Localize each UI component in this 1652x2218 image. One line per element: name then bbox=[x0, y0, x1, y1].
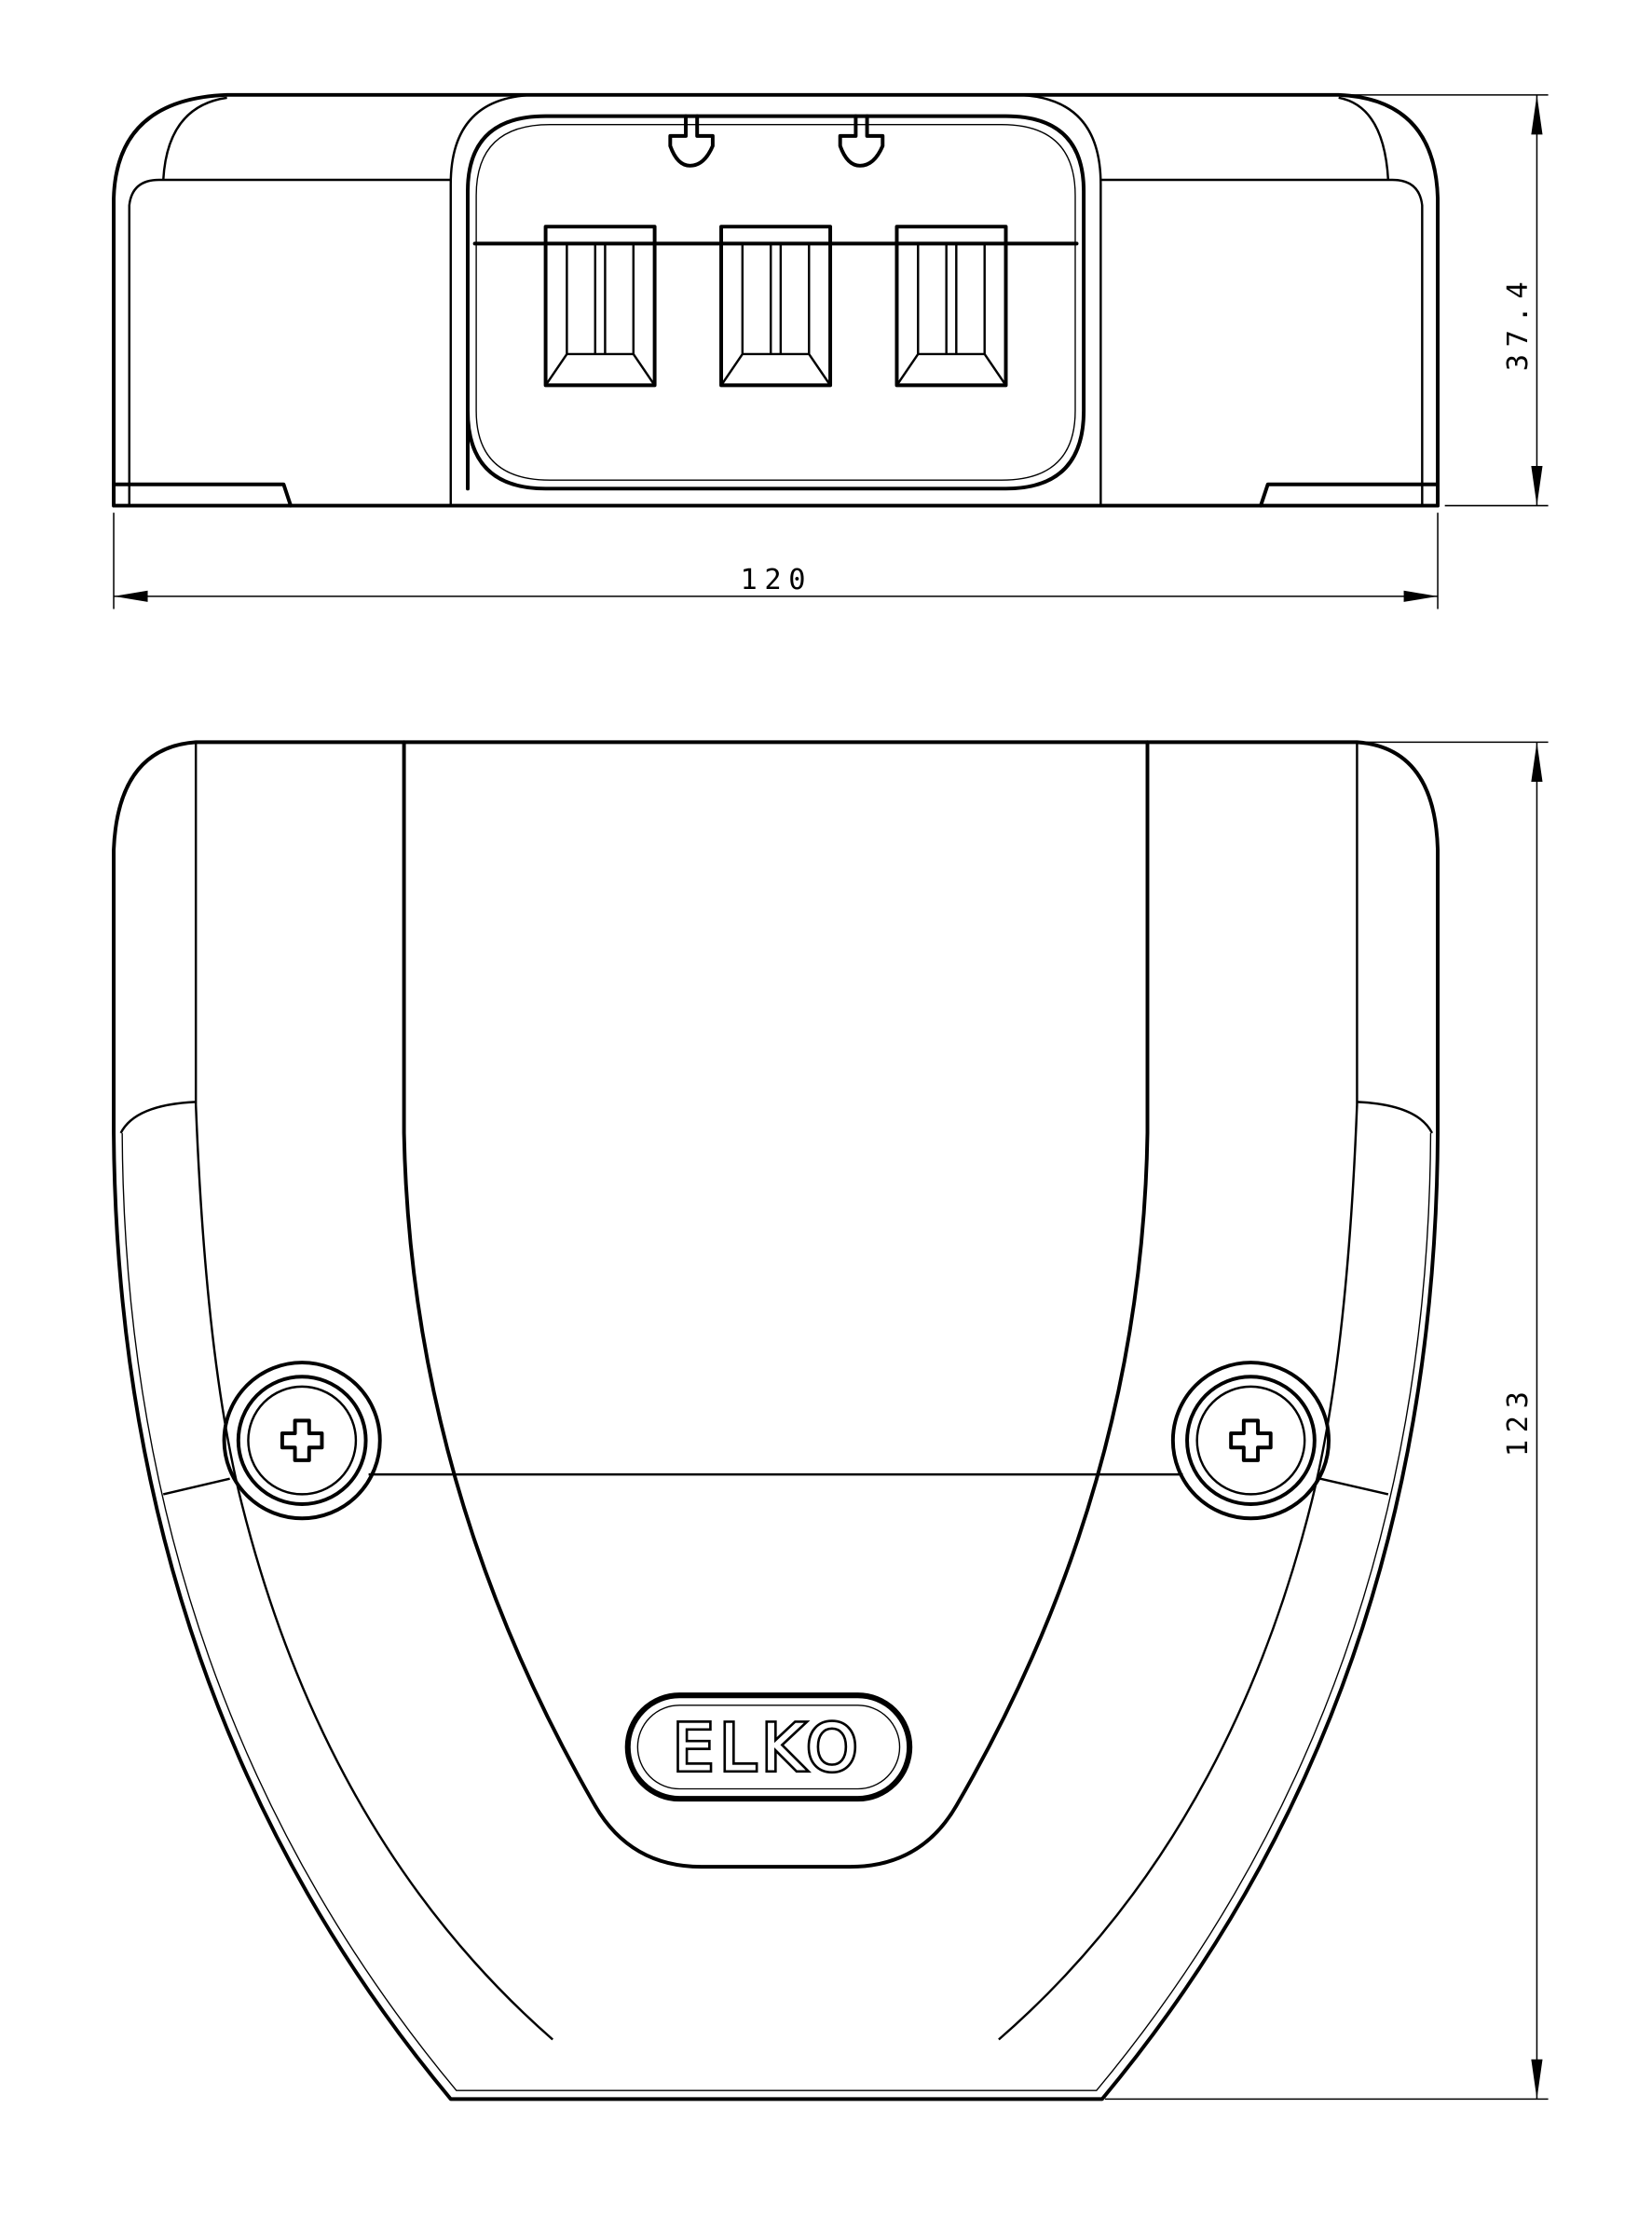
connector-frame-inner bbox=[466, 114, 1086, 491]
foot-left bbox=[112, 482, 293, 508]
center-panel bbox=[402, 740, 1150, 1869]
top-view: ELKO 123 bbox=[112, 740, 1549, 2102]
dimension-height-label: 37.4 bbox=[1502, 275, 1535, 372]
left-edge-line bbox=[162, 1477, 230, 1496]
terminal-2 bbox=[719, 225, 833, 388]
mounting-hook-right bbox=[838, 114, 885, 168]
elko-logo-text: ELKO bbox=[673, 1711, 863, 1787]
connector-frame-outer bbox=[449, 93, 1102, 506]
dimension-length: 123 bbox=[1104, 741, 1549, 2101]
dimension-height: 37.4 bbox=[1338, 94, 1549, 507]
dimension-length-label: 123 bbox=[1502, 1385, 1535, 1458]
screw-left bbox=[222, 1361, 382, 1521]
mounting-hook-left bbox=[668, 114, 715, 168]
front-outer-contour bbox=[112, 92, 1440, 508]
left-side-rib bbox=[119, 742, 553, 2041]
right-side-rib bbox=[998, 742, 1434, 2041]
top-outer-contour bbox=[112, 740, 1440, 2102]
screw-right bbox=[1170, 1361, 1331, 1521]
connector-frame-inner-2 bbox=[475, 124, 1076, 481]
phillips-icon bbox=[1229, 1418, 1273, 1462]
foot-right bbox=[1259, 482, 1440, 508]
elko-logo: ELKO bbox=[624, 1692, 913, 1802]
front-left-shoulder bbox=[128, 96, 451, 506]
terminal-3 bbox=[894, 225, 1008, 388]
terminal-1 bbox=[543, 225, 657, 388]
phillips-icon bbox=[280, 1418, 324, 1462]
top-outer-contour-inner bbox=[121, 1132, 1432, 2091]
dimension-width-label: 120 bbox=[740, 564, 812, 596]
dimension-width: 120 bbox=[113, 513, 1439, 609]
front-view: 37.4 120 bbox=[112, 92, 1549, 609]
right-edge-line bbox=[1319, 1477, 1389, 1496]
front-right-shoulder bbox=[1100, 96, 1424, 506]
